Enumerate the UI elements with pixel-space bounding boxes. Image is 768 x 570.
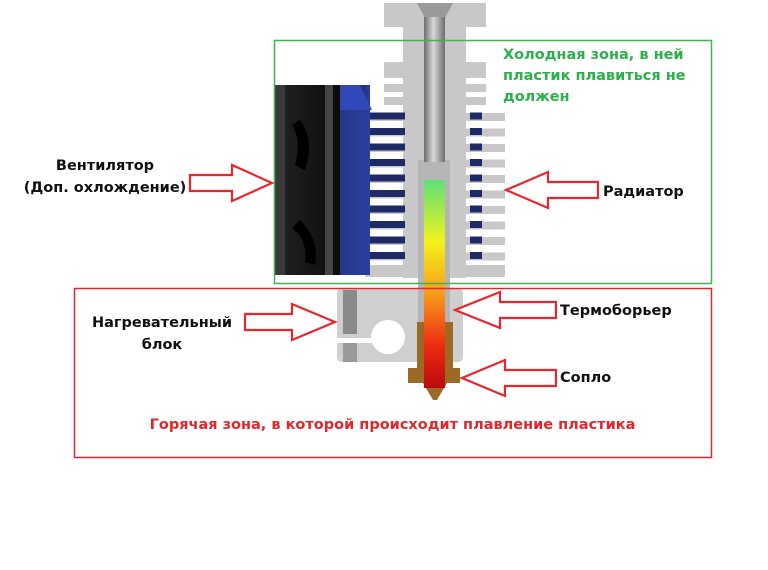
nozzle-label: Сопло <box>560 370 612 386</box>
fin-shadow <box>367 128 405 135</box>
cold-zone-line: Холодная зона, в ней <box>503 47 684 63</box>
radiator-arrow <box>503 170 600 210</box>
fin-shadow <box>367 236 405 244</box>
fin-shadow <box>470 174 482 182</box>
radiator-label: Радиатор <box>603 184 684 200</box>
fin-shadow <box>470 236 482 244</box>
fin-shadow <box>367 252 405 259</box>
hot-zone-box <box>73 287 713 459</box>
fin-shadow <box>367 143 405 151</box>
cold-zone-box <box>273 39 713 285</box>
fin-shadow <box>470 112 482 120</box>
nozzle-arrow <box>459 358 558 398</box>
fin-shadow <box>470 190 482 197</box>
heater-arrow <box>243 302 338 342</box>
fin-shadow <box>367 190 405 197</box>
fan-label: Вентилятор (Доп. охлождение) <box>0 155 210 199</box>
fan-label-line2: (Доп. охлождение) <box>23 180 187 196</box>
fan-arrow <box>188 163 275 203</box>
hot-zone-label: Горячая зона, в которой происходит плавл… <box>149 417 636 433</box>
heatbreak-label: Термоборьер <box>560 303 672 319</box>
fin-shadow <box>470 159 482 166</box>
fin-shadow <box>367 174 405 182</box>
fin-shadow <box>367 112 405 120</box>
fan-label-line1: Вентилятор <box>55 158 155 174</box>
heatbreak-arrow <box>452 290 558 330</box>
fin-shadow <box>470 252 482 259</box>
fin-shadow <box>367 221 405 228</box>
fin-shadow <box>367 205 405 213</box>
fin-shadow <box>367 159 405 166</box>
fin-shadow <box>470 205 482 213</box>
fin-shadow <box>470 143 482 151</box>
fin-shadow <box>470 128 482 135</box>
cold-zone-label: Холодная зона, в ней пластик плавиться н… <box>503 45 686 108</box>
heater-label-line2: блок <box>141 337 183 353</box>
heater-label-line1: Нагревательный <box>92 315 232 331</box>
cold-zone-line: пластик плавиться не <box>503 68 686 84</box>
filament-funnel <box>417 3 453 18</box>
cold-zone-line: должен <box>503 89 570 105</box>
fan <box>275 85 372 275</box>
fin-shadow <box>470 221 482 228</box>
ptfe-tube <box>424 17 445 162</box>
heater-label: Нагревательный блок <box>82 312 242 356</box>
